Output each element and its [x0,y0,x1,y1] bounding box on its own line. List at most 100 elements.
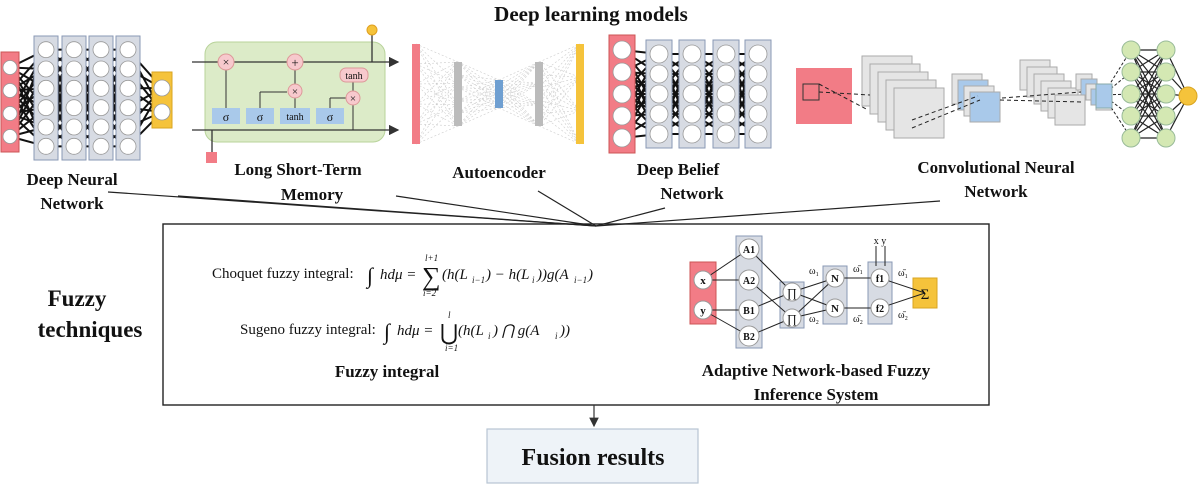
svg-text:(h(L: (h(L [442,267,468,283]
anfis-mf-text-2: B1 [743,306,755,317]
dnn-node-3-2 [92,79,110,97]
dbn-node-4-0 [748,44,768,64]
lstm-sigma-2: σ [257,110,264,124]
anfis-mf-node-3 [738,325,760,347]
autoencoder-layer-4 [576,44,584,144]
lstm-label-line1: Long Short-Term [234,160,361,179]
dbn-node-3-1 [716,64,736,84]
autoencoder-layer-0 [412,44,420,144]
diagram-title: Deep learning models [494,2,688,26]
svg-text:)): )) [559,323,570,339]
svg-text:) − h(L: ) − h(L [485,267,529,283]
dnn-node-2-5 [65,137,83,155]
dnn-node-4-0 [119,41,137,59]
cnn-fc1-node-1 [1121,62,1141,82]
dnn-node-4-3 [119,99,137,117]
dbn-node-1-0 [649,44,669,64]
svg-text:hdμ =: hdμ = [380,267,416,283]
svg-text:∫: ∫ [382,319,392,345]
lstm-label-line2: Memory [281,185,344,204]
svg-text:i−1: i−1 [472,275,485,285]
dbn-node-3-0 [716,44,736,64]
dbn-node-3-4 [716,124,736,144]
dnn-node-2-0 [65,41,83,59]
autoencoder-layer-1 [454,62,462,126]
anfis-weight-2: ω₂ [809,314,819,325]
dbn-label-line2: Network [660,184,724,203]
svg-text:i=2: i=2 [423,288,437,298]
cnn-fc2-node-0 [1156,40,1176,60]
dbn-node-0-4 [612,128,632,148]
lstm-gate-output [316,108,344,124]
lstm-sigma-3: σ [327,110,334,124]
anfis-norm-node-1 [825,298,845,318]
dbn-node-4-1 [748,64,768,84]
anfis-norm-weight-3: ω̄₁ [898,268,908,279]
dbn-node-4-2 [748,84,768,104]
svg-text:i=1: i=1 [445,343,458,353]
lstm-op-tanh [339,67,369,83]
lstm-op-mul-2 [287,83,303,99]
cnn-fc2-node-2 [1156,84,1176,104]
lstm-tanh-gate: tanh [286,112,303,123]
anfis-input-text-0: x [700,275,706,287]
svg-text:): ) [587,267,593,283]
dbn-node-0-3 [612,106,632,126]
dbn-label-line1: Deep Belief [637,160,720,179]
dnn-node-2-4 [65,118,83,136]
svg-text:l+1: l+1 [425,253,438,263]
anfis-mf-node-2 [738,299,760,321]
fuzzy-section-label-line2: techniques [38,317,143,342]
cnn-fc2-node-4 [1156,128,1176,148]
cnn-pool-1-3 [969,91,1001,123]
dnn-node-1-4 [37,118,55,136]
cnn-projection-4 [1001,91,1082,99]
dnn-node-4-5 [119,137,137,155]
cnn-diagram [796,40,1198,148]
autoencoder-layer-2 [495,80,503,108]
autoencoder-diagram [412,43,584,145]
svg-text:∫: ∫ [365,263,375,289]
dbn-node-3-3 [716,104,736,124]
dnn-node-3-4 [92,118,110,136]
cnn-feature-map-2-5 [1054,94,1086,126]
svg-text:i: i [532,275,535,285]
dnn-node-1-0 [37,41,55,59]
dbn-node-1-3 [649,104,669,124]
dbn-node-2-2 [682,84,702,104]
svg-text:hdμ =: hdμ = [397,323,433,339]
autoencoder-label: Autoencoder [452,163,546,182]
dbn-node-2-4 [682,124,702,144]
svg-text:(h(L: (h(L [458,323,484,339]
cnn-fc2-node-1 [1156,62,1176,82]
dbn-node-0-1 [612,62,632,82]
dnn-label-line2: Network [40,194,104,213]
sugeno-label: Sugeno fuzzy integral: [240,322,376,338]
sugeno-formula: ∫ hdμ = ⋃ l i=1 (h(L i ) ⋂ g(A i )) [382,310,570,353]
dbn-node-4-3 [748,104,768,124]
dbn-node-2-0 [682,44,702,64]
dbn-diagram [608,34,772,154]
dnn-node-0-3 [2,129,18,144]
lstm-input-node [206,152,217,163]
fuzzy-integral-label: Fuzzy integral [335,362,440,381]
anfis-mf-text-3: B2 [743,332,755,343]
cnn-fc1-node-0 [1121,40,1141,60]
dnn-node-3-5 [92,137,110,155]
cnn-label-line1: Convolutional Neural [917,158,1075,177]
anfis-xy-label: x y [874,236,887,247]
dbn-node-4-4 [748,124,768,144]
dnn-node-2-2 [65,79,83,97]
cnn-fc1-node-2 [1121,84,1141,104]
anfis-norm-node-0 [825,268,845,288]
anfis-mf-node-0 [738,238,760,260]
lstm-mul-1-symbol: × [223,55,230,69]
dbn-node-1-4 [649,124,669,144]
dnn-node-4-1 [119,60,137,78]
anfis-norm-text-1: N [831,303,839,315]
dbn-node-2-3 [682,104,702,124]
lstm-gate-forget [212,108,240,124]
anfis-rule-node-0 [870,268,890,288]
choquet-formula: ∫ hdμ = ∑ l+1 i=2 (h(L i−1 ) − h(L i ))g… [365,253,593,298]
